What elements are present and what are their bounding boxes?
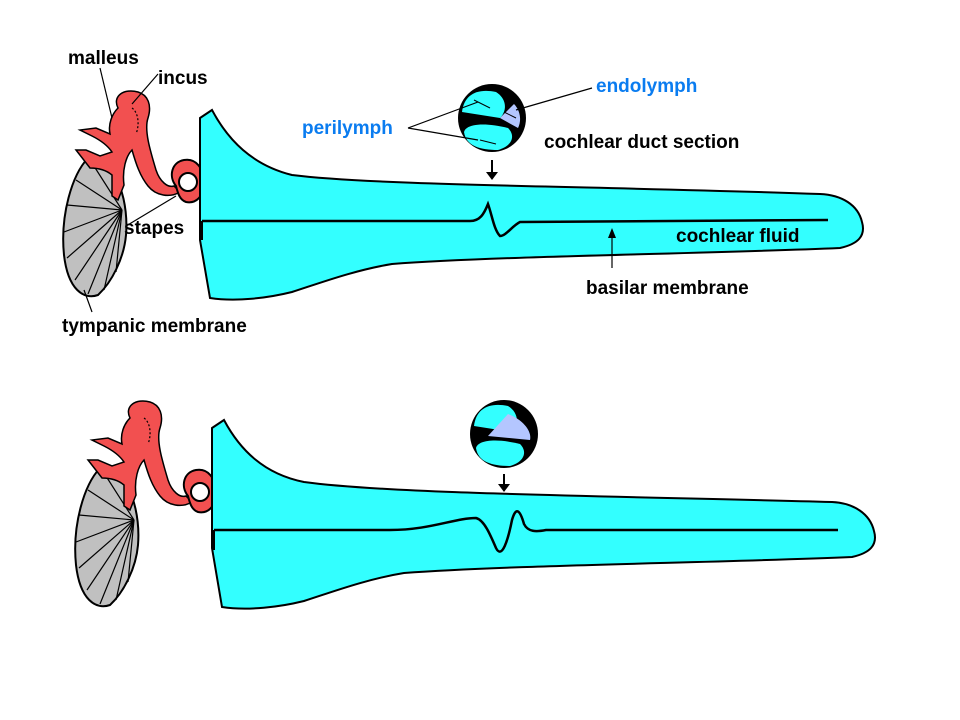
basilar-membrane-bottom	[214, 510, 838, 553]
label-cochlear-fluid: cochlear fluid	[676, 226, 800, 247]
label-endolymph: endolymph	[596, 76, 697, 97]
duct-section-bottom	[470, 400, 538, 468]
label-malleus: malleus	[68, 48, 139, 69]
labels: malleus incus stapes tympanic membrane p…	[62, 48, 800, 337]
cochlea-bottom	[211, 418, 876, 610]
label-tympanic-membrane: tympanic membrane	[62, 316, 247, 337]
label-incus: incus	[158, 68, 208, 89]
label-perilymph: perilymph	[302, 118, 393, 139]
label-cochlear-duct-section: cochlear duct section	[544, 132, 739, 153]
label-basilar-membrane: basilar membrane	[586, 278, 749, 299]
label-stapes: stapes	[124, 218, 184, 239]
top-panel	[62, 67, 864, 313]
duct-section-top	[458, 84, 526, 152]
cochlea-top	[199, 108, 864, 301]
bottom-panel	[74, 399, 876, 610]
basilar-membrane-top	[202, 200, 829, 238]
